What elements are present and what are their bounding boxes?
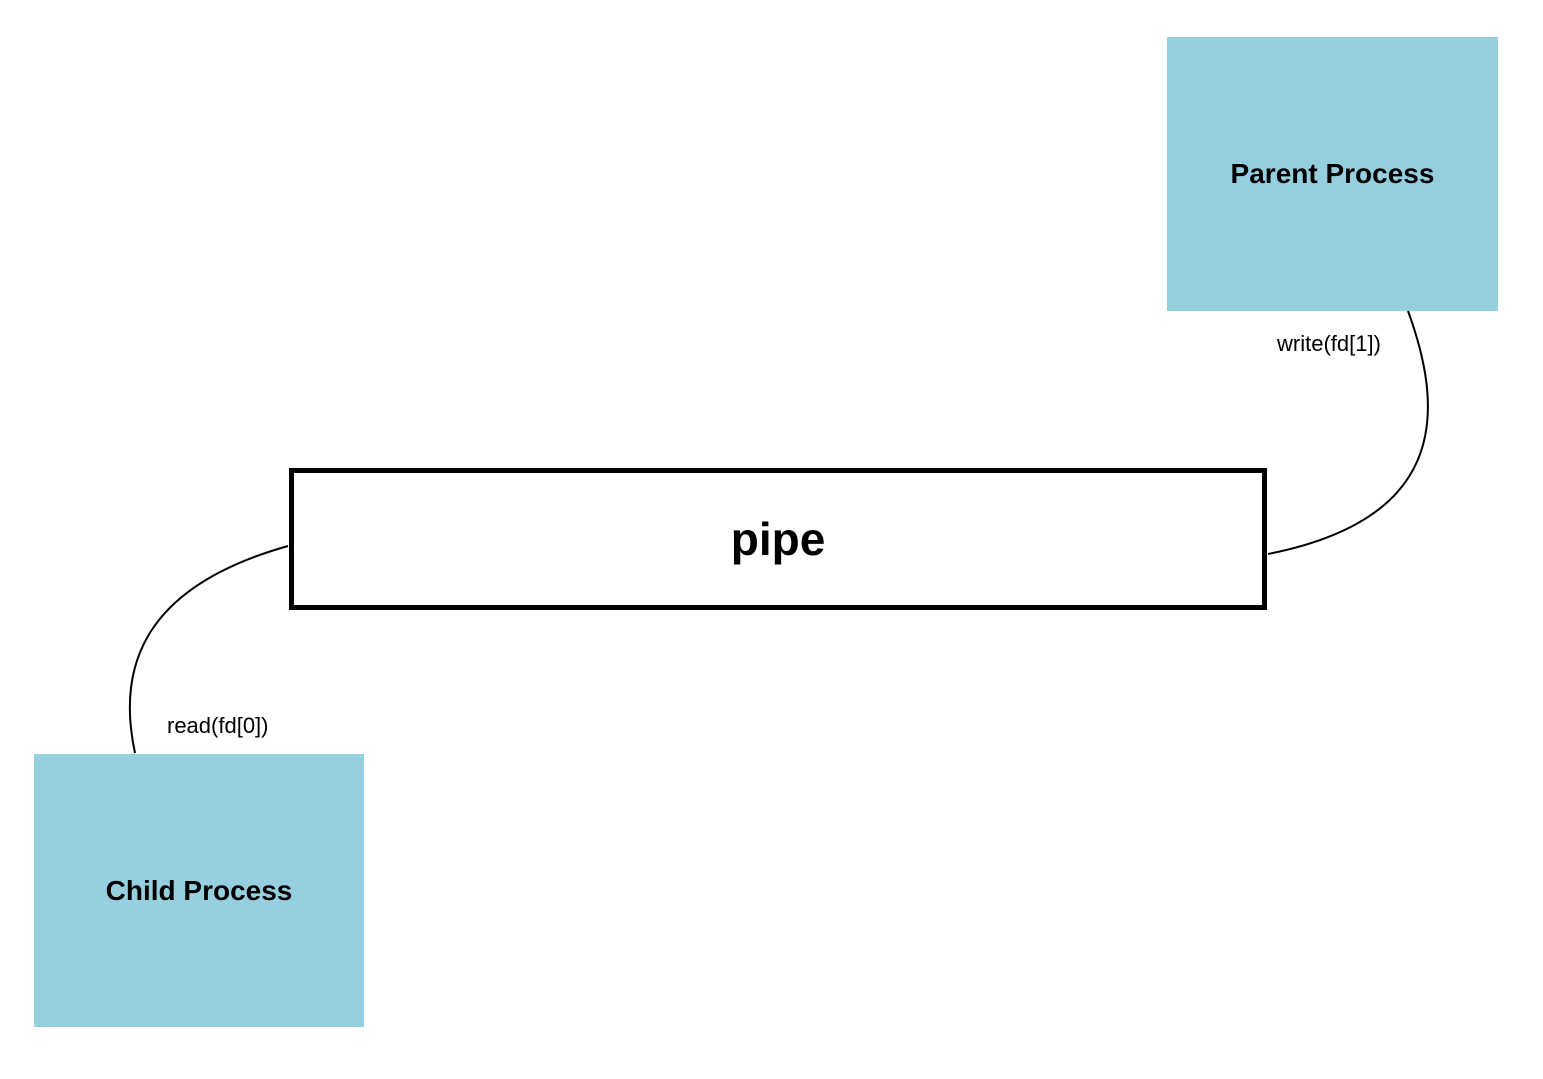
pipe-label: pipe xyxy=(730,513,826,565)
write-edge-label: write(fd[1]) xyxy=(1277,331,1381,356)
child-process-node[interactable]: Child Process xyxy=(34,754,364,1027)
child-process-label: Child Process xyxy=(105,874,293,906)
parent-process-node[interactable]: Parent Process xyxy=(1167,37,1498,311)
pipe-node[interactable]: pipe xyxy=(289,468,1267,610)
parent-process-label: Parent Process xyxy=(1230,158,1435,189)
read-edge-label: read(fd[0]) xyxy=(167,713,269,738)
